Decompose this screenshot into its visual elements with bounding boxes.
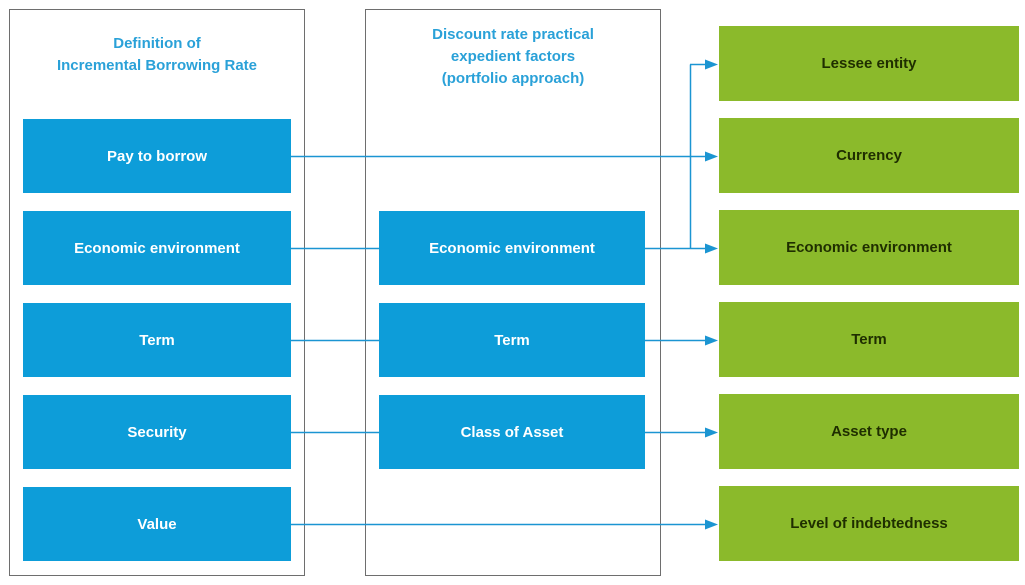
blue-box-pay-to-borrow: Pay to borrow xyxy=(23,119,291,193)
blue-box-label: Pay to borrow xyxy=(106,147,207,165)
green-box-label: Currency xyxy=(836,147,902,164)
blue-box-label: Economic environment xyxy=(74,239,240,257)
green-box-label: Lessee entity xyxy=(821,55,917,72)
mid-box-class-of-asset: Class of Asset xyxy=(379,395,645,469)
green-box-lessee-entity: Lessee entity xyxy=(719,26,1019,101)
green-box-label: Asset type xyxy=(831,423,907,440)
definition-panel xyxy=(9,9,305,576)
arrowhead-currency xyxy=(705,151,718,162)
practical-expedient-panel xyxy=(365,9,661,576)
mid-box-label: Class of Asset xyxy=(460,423,564,441)
definition-panel-title: Definition of Incremental Borrowing Rate xyxy=(56,35,258,74)
blue-box-label: Value xyxy=(137,515,177,533)
green-box-economic-environment: Economic environment xyxy=(719,210,1019,285)
green-box-term: Term xyxy=(719,302,1019,377)
blue-box-value: Value xyxy=(23,487,291,561)
mid-box-label: Economic environment xyxy=(429,239,595,257)
arrowhead-economic-environment xyxy=(705,243,718,254)
green-box-label: Economic environment xyxy=(786,239,952,256)
blue-box-security: Security xyxy=(23,395,291,469)
blue-box-label: Term xyxy=(139,331,175,349)
green-box-asset-type: Asset type xyxy=(719,394,1019,469)
practical-expedient-panel-title: Discount rate practical expedient factor… xyxy=(432,26,594,87)
green-box-label: Term xyxy=(851,331,887,348)
arrowhead-level-of-indebtedness xyxy=(705,519,718,530)
blue-box-economic-environment: Economic environment xyxy=(23,211,291,285)
arrowhead-lessee-entity xyxy=(705,59,718,70)
green-box-label: Level of indebtedness xyxy=(790,515,948,532)
mid-box-label: Term xyxy=(494,331,530,349)
green-box-level-of-indebtedness: Level of indebtedness xyxy=(719,486,1019,561)
blue-box-label: Security xyxy=(127,423,187,441)
blue-box-term: Term xyxy=(23,303,291,377)
mid-box-term: Term xyxy=(379,303,645,377)
arrowhead-asset-type xyxy=(705,427,718,438)
arrowhead-term xyxy=(705,335,718,346)
green-box-currency: Currency xyxy=(719,118,1019,193)
mid-box-economic-environment: Economic environment xyxy=(379,211,645,285)
